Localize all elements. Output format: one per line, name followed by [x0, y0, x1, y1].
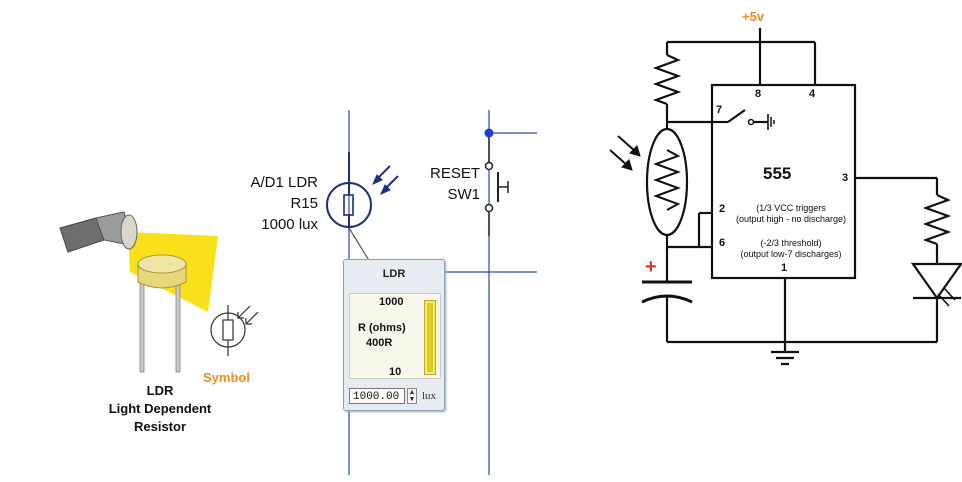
top-resistor-icon — [652, 53, 682, 106]
chip-label: 555 — [763, 164, 792, 183]
led-icon — [910, 262, 962, 342]
chip-555-body — [710, 83, 857, 280]
ldr-title-line-3: Resistor — [133, 419, 187, 434]
sim-ldr-label-line-2: R15 — [290, 195, 318, 212]
reset-label-line-2: SW1 — [447, 186, 480, 203]
lux-input[interactable]: 1000.00 — [349, 388, 405, 404]
reset-label-line-1: RESET — [429, 165, 480, 182]
reset-switch-label: RESET SW1 — [410, 163, 480, 205]
ldr-title: LDR Light Dependent Resistor — [95, 382, 225, 436]
panel-title: LDR — [382, 268, 406, 280]
pin-3-label: 3 — [842, 172, 849, 184]
reset-switch-icon — [484, 133, 509, 236]
panel-min-value: 10 — [389, 366, 402, 378]
pin-4-label: 4 — [809, 88, 816, 100]
panel-max-value: 1000 — [379, 296, 404, 308]
ldr-control-panel: LDR 1000 R (ohms) 400R 10 1000.00 ▲ ▼ lu… — [343, 259, 445, 411]
ldr-symbol-icon — [210, 305, 259, 356]
lux-spinner[interactable]: ▲ ▼ — [407, 388, 417, 404]
ldr-title-line-1: LDR — [146, 383, 174, 398]
sim-ldr-label-line-1: A/D1 LDR — [250, 174, 318, 191]
ldr-title-line-2: Light Dependent — [108, 401, 212, 416]
spin-up-icon[interactable]: ▲ — [408, 389, 416, 396]
sim-ldr-label-line-3: 1000 lux — [261, 216, 318, 233]
pin-1-label: 1 — [781, 262, 788, 274]
pin-6-note-line-1: (-2/3 threshold) — [760, 238, 822, 248]
spin-down-icon[interactable]: ▼ — [408, 396, 416, 403]
lux-unit: lux — [422, 390, 437, 402]
supply-label: +5v — [742, 9, 765, 24]
pin-6-label: 6 — [719, 237, 726, 249]
pin-2-note-line-2: (output high - no discharge) — [735, 214, 847, 224]
sim-ldr-label: A/D1 LDR R15 1000 lux — [228, 172, 318, 235]
schematic-555 — [609, 28, 962, 366]
panel-level-slider[interactable] — [424, 300, 436, 375]
capacitor-polarity-label: + — [645, 256, 657, 278]
pin-6-note-line-2: (output low-7 discharges) — [740, 249, 842, 259]
symbol-label: Symbol — [203, 370, 250, 385]
ldr-component-icon — [137, 254, 187, 373]
schematic-ldr-icon — [645, 127, 689, 237]
panel-resistance-label: R (ohms) — [358, 322, 406, 334]
ldr-illustration — [59, 211, 259, 373]
pin-2-note-line-1: (1/3 VCC triggers — [756, 203, 826, 213]
pin-8-label: 8 — [755, 88, 762, 100]
pin-6-note: (-2/3 threshold) (output low-7 discharge… — [732, 238, 850, 260]
pin-2-note: (1/3 VCC triggers (output high - no disc… — [732, 203, 850, 225]
panel-resistance-value: 400R — [366, 337, 393, 349]
torch-icon — [59, 211, 138, 253]
panel-level-fill — [427, 303, 433, 372]
output-resistor-icon — [922, 193, 952, 246]
pin-2-label: 2 — [719, 203, 726, 215]
junction-node — [484, 128, 494, 138]
sim-ldr-symbol-icon — [326, 152, 399, 263]
pin-7-label: 7 — [716, 104, 723, 116]
